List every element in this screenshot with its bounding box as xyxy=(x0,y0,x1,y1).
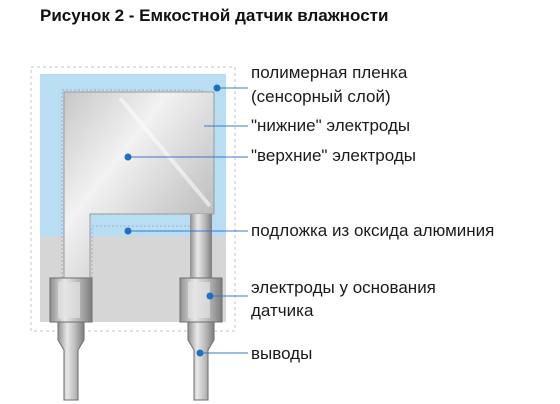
marker-polymer-film xyxy=(213,84,221,92)
sensor-outline xyxy=(30,66,236,332)
label-sensor-layer: (сенсорный слой) xyxy=(251,87,391,106)
marker-base-electrodes xyxy=(206,292,214,300)
label-leads: выводы xyxy=(251,344,313,363)
marker-substrate xyxy=(124,227,132,235)
right-electrode-strip xyxy=(190,214,212,280)
lead-left xyxy=(57,321,85,401)
plate-highlight xyxy=(118,96,212,208)
label-base-electrodes: электроды у основания xyxy=(251,278,436,297)
base-electrode-right-inner xyxy=(188,282,210,318)
marker-leads xyxy=(196,349,204,357)
label-polymer-film: полимерная пленка xyxy=(251,63,408,82)
label-lower-electrodes: "нижние" электроды xyxy=(251,116,411,135)
base-electrode-left-inner xyxy=(58,282,80,318)
label-base-electrodes-line2: датчика xyxy=(251,301,314,320)
label-substrate: подложка из оксида алюминия xyxy=(251,221,495,240)
figure-title: Рисунок 2 - Емкостной датчик влажности xyxy=(40,6,389,25)
lead-right xyxy=(187,321,215,401)
label-upper-electrodes: "верхние" электроды xyxy=(251,146,416,165)
marker-upper-electrodes xyxy=(124,153,132,161)
